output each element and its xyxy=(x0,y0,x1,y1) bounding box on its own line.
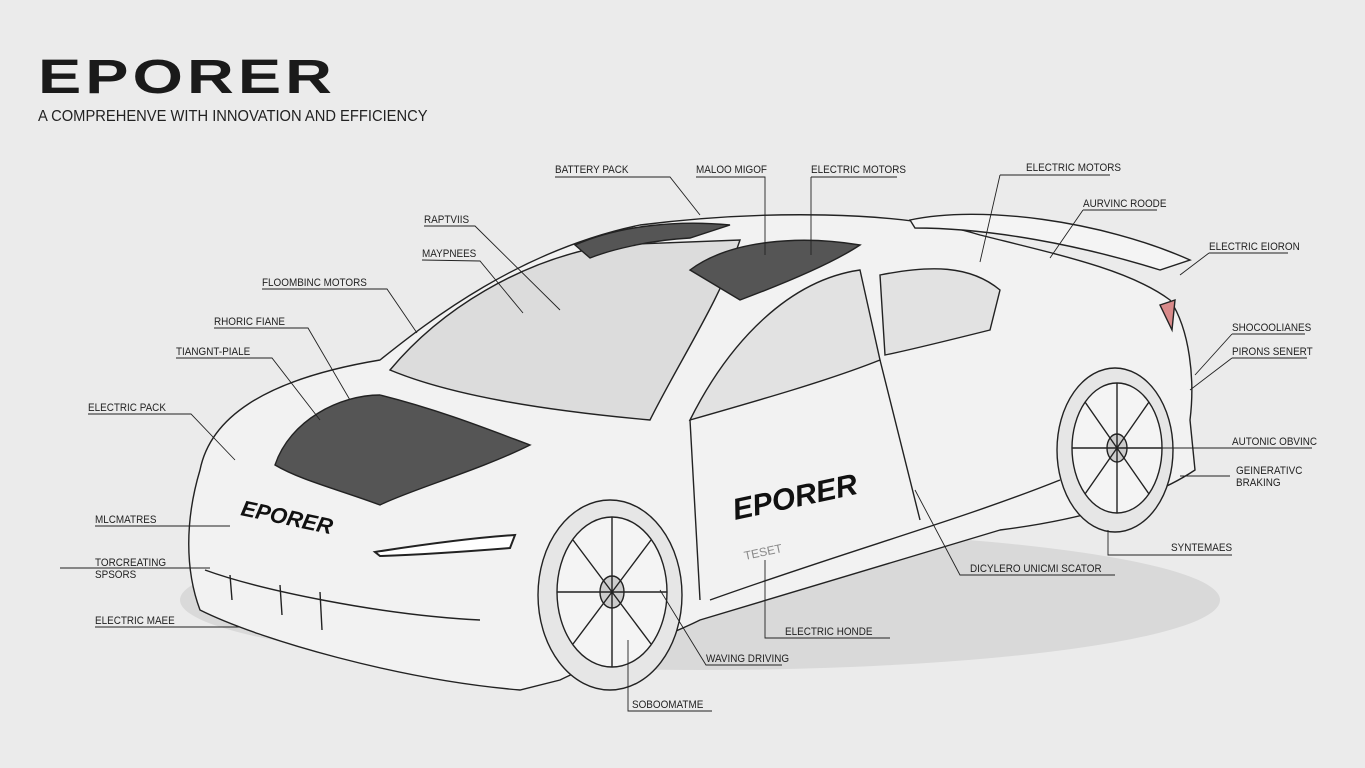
front-wheel xyxy=(537,499,683,691)
rear-spoiler xyxy=(908,213,1192,271)
label-electric-motors-rear: ELECTRIC MOTORS xyxy=(1026,162,1121,174)
windshield xyxy=(388,239,741,421)
label-braking: BRAKING xyxy=(1236,477,1281,489)
label-maloo-migof: MALOO MIGOF xyxy=(696,164,767,176)
label-raptviis: RAPTVIIS xyxy=(424,214,470,226)
label-electric-maee: ELECTRIC MAEE xyxy=(95,615,175,627)
rear-wheel xyxy=(1056,367,1174,533)
label-spsors: SPSORS xyxy=(95,569,137,581)
label-soboomatme: SOBOOMATME xyxy=(632,699,704,711)
label-torcreating: TORCREATING xyxy=(95,557,167,569)
label-dicylero-scator: DICYLERO UNICMI SCATOR xyxy=(970,563,1102,575)
solar-panel-roof-mid xyxy=(688,239,862,301)
label-pirons-senert: PIRONS SENERT xyxy=(1232,346,1313,358)
headlight xyxy=(372,533,517,558)
brand-title: EPORER xyxy=(38,51,336,104)
solar-panel-roof-front xyxy=(573,222,731,259)
subtitle: A COMPREHENVE WITH INNOVATION AND EFFICI… xyxy=(38,108,428,125)
taillight xyxy=(1159,298,1176,333)
label-autonic-obvinc: AUTONIC OBVINC xyxy=(1232,436,1318,448)
label-electric-eioron: ELECTRIC EIORON xyxy=(1209,241,1300,253)
label-electric-motors: ELECTRIC MOTORS xyxy=(811,164,906,176)
label-tiangnt-piale: TIANGNT-PIALE xyxy=(176,346,251,358)
label-syntemaes: SYNTEMAES xyxy=(1171,542,1233,554)
door-lines xyxy=(689,359,1061,601)
label-electric-pack: ELECTRIC PACK xyxy=(88,402,166,414)
label-waving-driving: WAVING DRIVING xyxy=(706,653,790,665)
side-window-front xyxy=(688,269,881,422)
label-shocoolianes: SHOCOOLIANES xyxy=(1232,322,1312,334)
label-rhoric-fiane: RHORIC FIANE xyxy=(214,316,285,328)
label-aurvinc-roode: AURVINC ROODE xyxy=(1083,198,1167,210)
leader-lines xyxy=(60,174,1312,712)
label-generative: GEINERATIVC xyxy=(1236,465,1303,477)
label-floombinc-motors: FLOOMBINC MOTORS xyxy=(262,277,367,289)
front-grille xyxy=(204,569,481,631)
label-maypnees: MAYPNEES xyxy=(422,248,477,260)
label-battery-pack: BATTERY PACK xyxy=(555,164,629,176)
solar-panel-hood xyxy=(274,394,532,506)
label-mlcmatres: MLCMATRES xyxy=(95,514,157,526)
label-electric-honde: ELECTRIC HONDE xyxy=(785,626,873,638)
side-window-rear xyxy=(879,268,1001,356)
